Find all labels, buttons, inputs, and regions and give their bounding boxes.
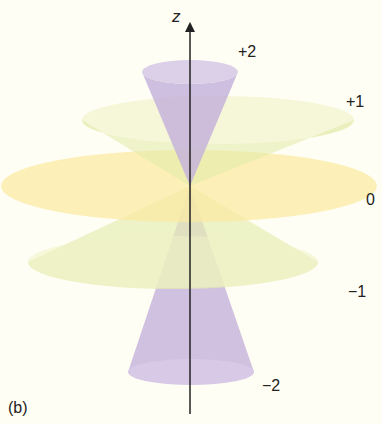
quantum-number: −2 [262, 378, 280, 394]
quantum-number: 0 [366, 192, 375, 208]
quantum-number: +2 [238, 44, 256, 60]
quantum-number: −1 [348, 284, 366, 300]
z-axis [189, 24, 191, 414]
quantum-number: +1 [346, 94, 364, 110]
panel-label: (b) [8, 400, 28, 416]
cone-plus-1 [82, 120, 354, 186]
cone-minus-2-base [128, 359, 254, 385]
cone-minus-1-base [28, 236, 318, 288]
axis-label: z [172, 8, 181, 25]
